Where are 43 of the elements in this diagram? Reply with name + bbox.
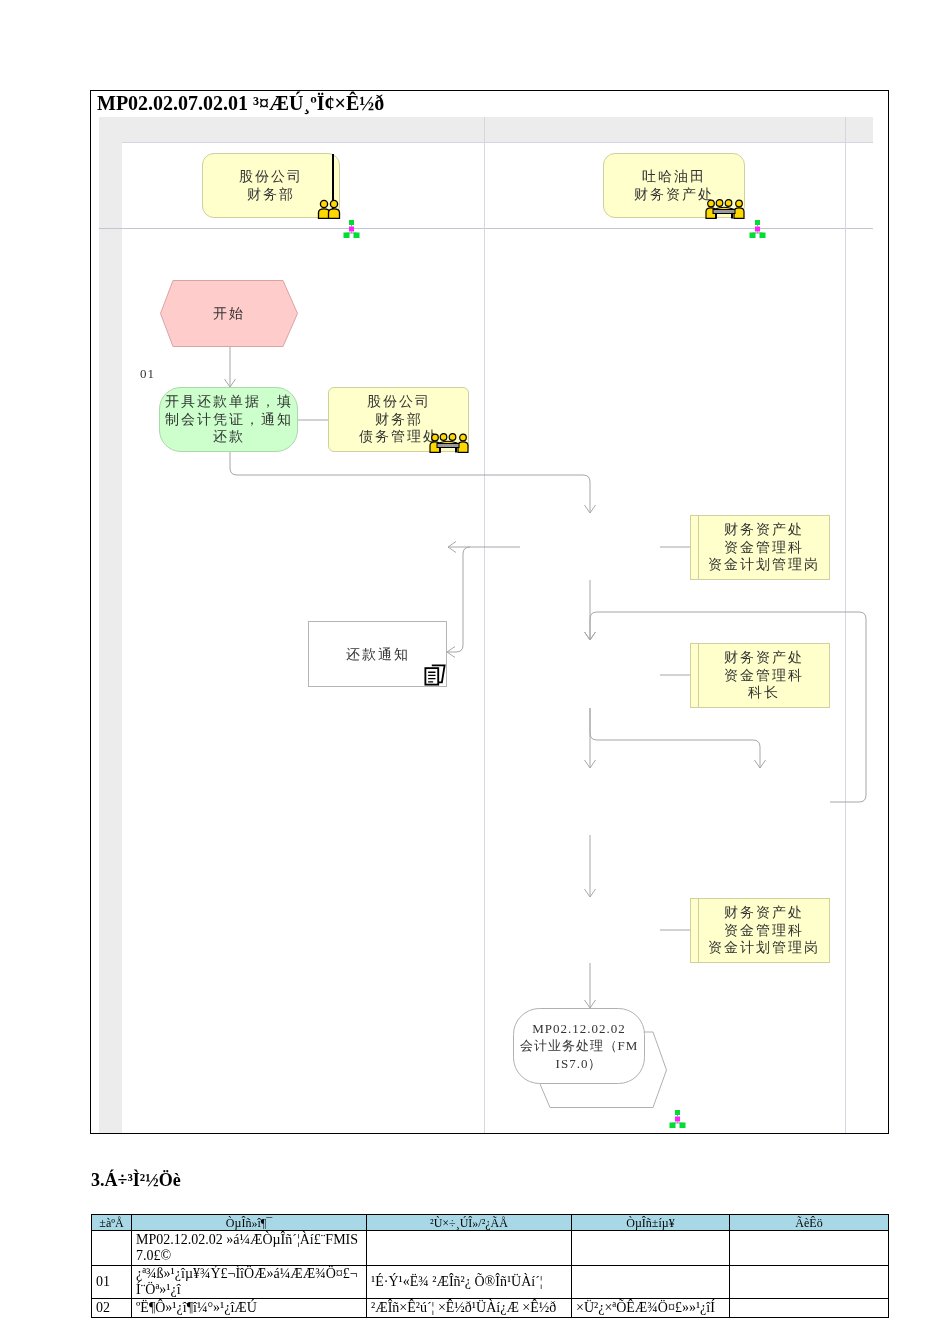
lane-header-box [603,153,745,218]
table-cell: 02 [91,1298,132,1318]
process-interface [513,1008,667,1108]
role-box [690,643,830,708]
arrow [229,451,596,514]
table-cell: ²ÆÎñ×Ê²ú´¦ ×Ê½ð¹ÜÀí¿Æ ×Ê½ð [366,1298,572,1318]
table-cell: ×Ü²¿×ªÕÊÆ¾Ö¤£»»¹¿îÍ [571,1298,730,1318]
lane-header-box [202,153,340,218]
connector-line [297,419,329,421]
org-unit-text: 股份公司财务部债务管理处 [357,393,440,446]
connector-line [659,546,691,548]
lane-header-text: 吐哈油田财务资产处 [633,168,715,203]
start-event [160,280,298,347]
column-header: ÒµÎñ»î¶¯ [131,1214,367,1231]
process-text: 开具还款单据，填制会计凭证，通知还款 [163,393,294,446]
interface-text: MP02.12.02.02 会计业务处理（FMIS7.0） [518,1019,640,1073]
section-heading: 3.Á÷³Ì²½Öè [91,1170,181,1190]
connector-line [659,929,691,931]
table-cell: ºË¶Ô»¹¿î¶î¼°»¹¿îÆÚ [131,1298,367,1318]
step-number: 01 [140,366,155,381]
column-header: ÃèÊö [729,1214,889,1231]
table-cell: ¹É·Ý¹«Ë¾ ²ÆÎñ²¿ Õ®Îñ¹ÜÀí´¦ [366,1265,572,1299]
arrow [224,346,236,388]
role-text: 财务资产处资金管理科资金计划管理岗 [707,521,821,574]
column-header: ±àºÅ [91,1214,132,1231]
role-box [690,515,830,580]
table-cell: MP02.12.02.02 »á¼ÆÒµÎñ´¦Àí£¨FMIS7.0£© [131,1230,367,1266]
org-unit-box [328,387,469,452]
process-box [159,387,298,452]
event-text: 开始 [212,304,246,323]
table-cell: 01 [91,1265,132,1299]
role-text: 财务资产处资金管理科科长 [723,649,805,702]
role-box [690,898,830,963]
lane-header-text: 股份公司财务部 [238,168,304,203]
connector-line [659,674,691,676]
document-box [308,621,447,687]
arrow [446,546,521,658]
column-header: ²Ù×÷¸ÚÎ»/²¿ÃÅ [366,1214,572,1231]
diagram-title: MP02.02.07.02.01 ³¤ÆÚ¸ºÏ¢×Ê½ð [97,92,385,114]
arrow [584,962,596,1009]
document-text: 还款通知 [344,646,411,664]
column-header: ÒµÎñ±íµ¥ [571,1214,730,1231]
role-text: 财务资产处资金管理科资金计划管理岗 [707,904,821,957]
